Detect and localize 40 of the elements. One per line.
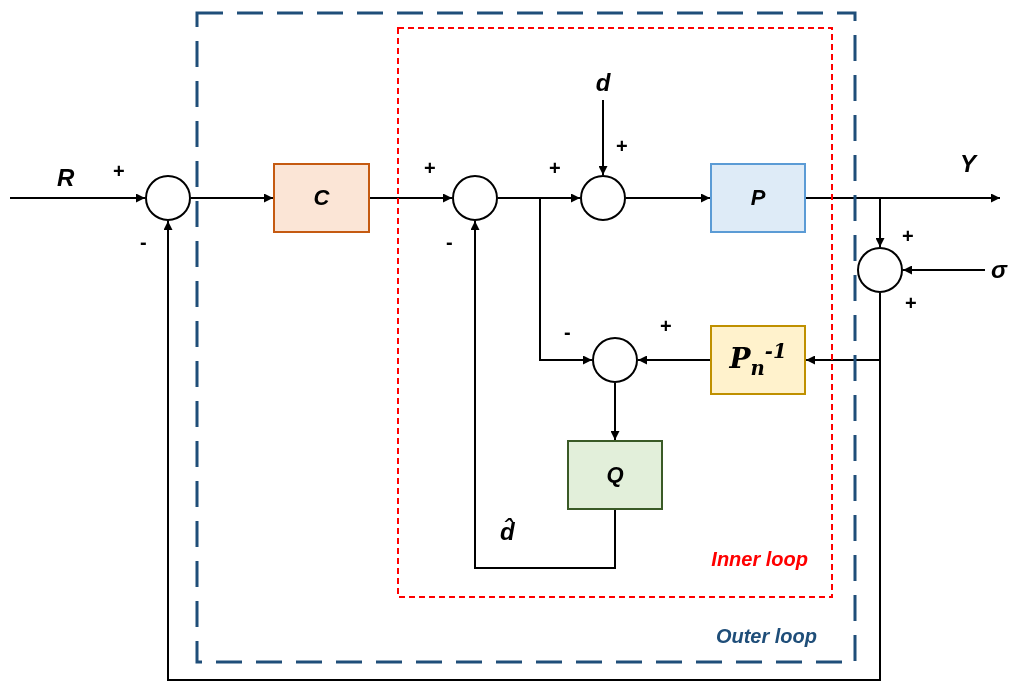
- signal-label: σ: [985, 253, 1013, 287]
- signal-arrow: [497, 197, 593, 365]
- signal-arrow: [598, 99, 608, 176]
- signal-arrow: [9, 193, 146, 203]
- sign-label: +: [424, 158, 436, 178]
- signal-arrow: [610, 382, 620, 441]
- signal-arrow: [625, 193, 711, 203]
- sign-label: +: [905, 293, 917, 313]
- summing-junction: [857, 247, 903, 293]
- signal-arrow: [163, 220, 881, 681]
- loop-label: Inner loop: [711, 548, 808, 571]
- sign-label: +: [549, 158, 561, 178]
- signal-arrow: [805, 197, 885, 248]
- summing-junction: [145, 175, 191, 221]
- transfer-function-block: [273, 163, 370, 233]
- summing-junction: [580, 175, 626, 221]
- signal-arrow: [190, 193, 274, 203]
- signal-arrow: [902, 265, 986, 275]
- block-label: C: [313, 185, 330, 211]
- sign-label: +: [902, 226, 914, 246]
- sign-label: -: [564, 322, 571, 342]
- signal-label: d: [589, 66, 617, 100]
- transfer-function-block: [710, 325, 806, 395]
- outer-loop-frame: [197, 13, 855, 662]
- sign-label: +: [660, 316, 672, 336]
- signal-arrow: [637, 355, 711, 365]
- inner-loop-frame: [398, 28, 832, 597]
- sign-label: -: [446, 232, 453, 252]
- loop-label: Outer loop: [715, 625, 817, 648]
- block-label: Q: [606, 462, 624, 488]
- sign-label: +: [113, 161, 125, 181]
- signal-arrow: [369, 193, 453, 203]
- signal-arrow: [470, 220, 616, 569]
- transfer-function-block: [567, 440, 663, 510]
- summing-junction: [452, 175, 498, 221]
- block-label: P: [750, 185, 766, 211]
- sign-label: +: [616, 136, 628, 156]
- transfer-function-block: [710, 163, 806, 233]
- sign-label: -: [140, 232, 147, 252]
- summing-junction: [592, 337, 638, 383]
